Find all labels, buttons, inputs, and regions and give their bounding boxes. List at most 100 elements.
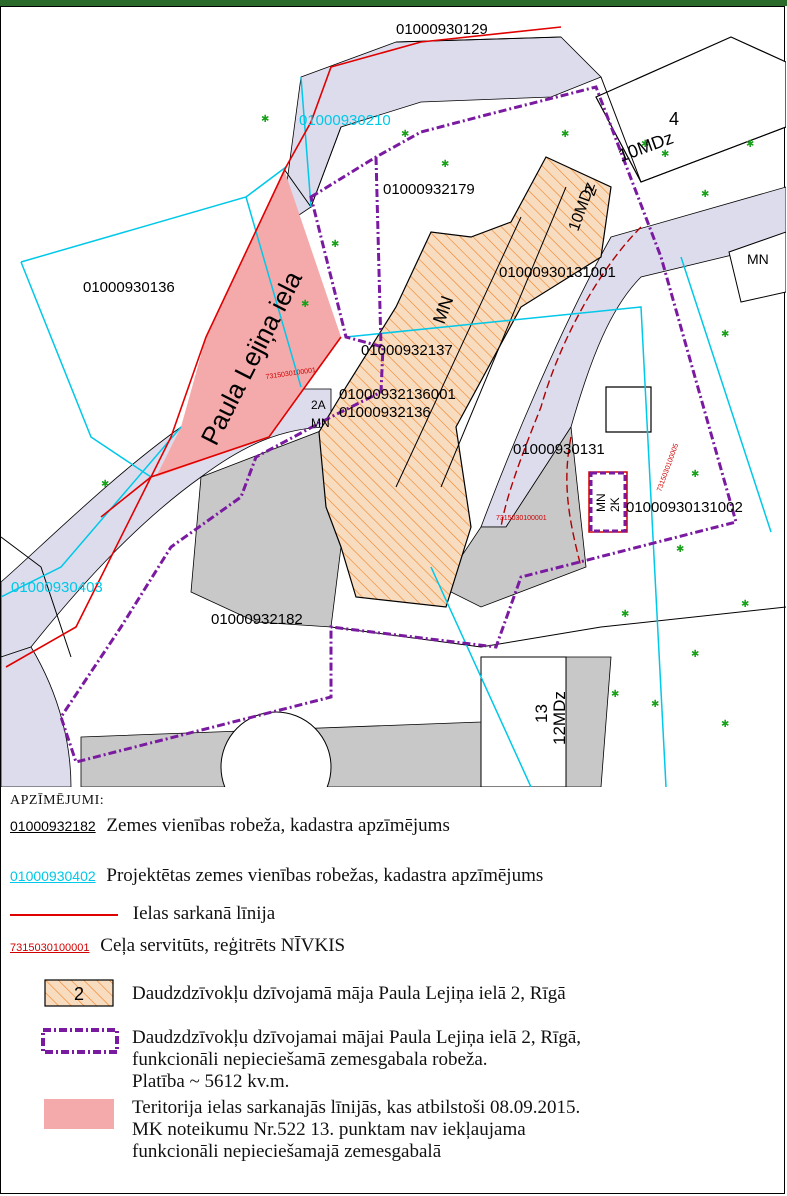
label-parcel: 01000932179 [383, 181, 475, 198]
legend-label-line3: Platība ~ 5612 kv.m. [132, 1071, 290, 1092]
label-parcel: 01000930131001 [499, 264, 616, 281]
svg-text:✱: ✱ [741, 599, 749, 610]
svg-text:✱: ✱ [561, 129, 569, 140]
legend-code: 01000932182 [10, 818, 96, 834]
svg-text:✱: ✱ [691, 469, 699, 480]
label-building-use: MN [747, 251, 769, 267]
legend-title: APZĪMĒJUMI: [10, 793, 105, 808]
svg-text:✱: ✱ [441, 159, 449, 170]
label-building-number: 2K [608, 497, 622, 512]
legend-label-line2: funkcionāli nepieciešamā zemesgabala rob… [132, 1049, 488, 1070]
label-parcel: 01000932136 [339, 404, 431, 421]
square-right-outline [605, 386, 652, 433]
building-13-outline [480, 656, 567, 787]
legend-item-boundary: Daudzdzīvokļu dzīvojamai mājai Paula Lej… [132, 1027, 581, 1093]
building-2k-boundary [589, 471, 627, 533]
label-building-number: 2A [311, 398, 326, 412]
svg-text:✱: ✱ [611, 689, 619, 700]
label-parcel-projected: 01000930210 [299, 112, 391, 129]
svg-text:✱: ✱ [301, 299, 309, 310]
label-building-type: 12MDz [550, 691, 569, 745]
svg-text:✱: ✱ [641, 139, 649, 150]
legend-code: 7315030100001 [10, 942, 90, 954]
cadastre-line [600, 76, 786, 183]
label-servitude: 7315030100005 [656, 443, 680, 493]
projected-line [20, 166, 287, 263]
building-2-hatched [318, 156, 612, 608]
legend-label: Ceļa servitūts, reģitrēts NĪVKIS [100, 935, 346, 956]
svg-text:✱: ✱ [401, 129, 409, 140]
label-building-use: MN [311, 416, 330, 430]
vegetation: ✱✱✱✱ ✱✱✱✱ ✱✱✱✱ ✱✱✱✱ ✱✱✱✱ [101, 114, 754, 730]
legend: APZĪMĒJUMI: 01000932182 Zemes vienības r… [0, 787, 787, 1196]
projected-line [1, 426, 182, 598]
legend-swatch-red-line [10, 913, 118, 916]
building-4-outline [595, 36, 786, 183]
legend-label: Daudzdzīvokļu dzīvojamā māja Paula Lejiņ… [132, 983, 566, 1004]
legend-swatch-boundary [41, 1028, 119, 1054]
projected-line [300, 76, 312, 208]
label-parcel: 01000930129 [396, 21, 488, 38]
label-building-use: MN [594, 493, 608, 512]
legend-label: Teritorija ielas sarkanajās līnijās, kas… [132, 1097, 581, 1118]
functional-boundary-inner [374, 156, 383, 348]
svg-text:✱: ✱ [701, 189, 709, 200]
legend-label: Projektētas zemes vienības robežas, kada… [106, 865, 544, 886]
functional-boundary [59, 85, 738, 764]
legend-item-red-zone: Teritorija ielas sarkanajās līnijās, kas… [132, 1097, 580, 1163]
street-red-line [5, 26, 562, 668]
projected-line [680, 256, 772, 533]
legend-label-line2: MK noteikumu Nr.522 13. punktam nav iekļ… [132, 1119, 526, 1140]
svg-text:✱: ✱ [746, 139, 754, 150]
svg-text:✱: ✱ [721, 719, 729, 730]
projected-line [345, 306, 667, 787]
svg-text:✱: ✱ [101, 479, 109, 490]
top-bar [0, 0, 787, 6]
label-servitude: 7315030100001 [496, 515, 547, 522]
map-frame [0, 6, 785, 1194]
projected-line [430, 566, 532, 787]
label-parcel: 01000930131 [513, 441, 605, 458]
street-red-line [100, 336, 342, 518]
label-parcel-projected: 01000930403 [11, 579, 103, 596]
cadastre-line [330, 606, 786, 648]
label-parcel: 01000930136 [83, 279, 175, 296]
label-parcel: 01000930131002 [626, 499, 743, 516]
svg-text:✱: ✱ [661, 149, 669, 160]
label-parcel: 01000932137 [361, 342, 453, 359]
circle-plaza [220, 711, 332, 787]
building-mn-small-outline [728, 231, 786, 303]
legend-swatch-hatched: 2 [44, 979, 114, 1007]
legend-item-cadastre: 01000932182 Zemes vienības robeža, kadas… [10, 815, 450, 837]
svg-text:✱: ✱ [721, 329, 729, 340]
legend-item-red-line: Ielas sarkanā līnija [10, 903, 275, 925]
label-building-number: 4 [669, 109, 679, 129]
svg-text:✱: ✱ [676, 544, 684, 555]
servitude-line [500, 226, 642, 528]
svg-text:✱: ✱ [691, 649, 699, 660]
legend-item-servitude: 7315030100001 Ceļa servitūts, reģitrēts … [10, 935, 345, 959]
legend-label: Ielas sarkanā līnija [132, 903, 276, 924]
legend-label: Daudzdzīvokļu dzīvojamai mājai Paula Lej… [132, 1027, 581, 1048]
building-2-divider [440, 186, 567, 488]
gray-block-right [440, 425, 587, 608]
legend-item-projected: 01000930402 Projektētas zemes vienības r… [10, 865, 543, 887]
svg-text:✱: ✱ [651, 699, 659, 710]
servitude-line [566, 436, 582, 568]
legend-code: 01000930402 [10, 868, 96, 884]
svg-text:✱: ✱ [261, 114, 269, 125]
label-parcel: 01000932182 [211, 611, 303, 628]
legend-code: 2 [74, 984, 84, 1004]
cadastral-map: ✱✱✱✱ ✱✱✱✱ ✱✱✱✱ ✱✱✱✱ ✱✱✱✱ 01000930129 010… [1, 21, 786, 787]
road-left-vertical [1, 646, 72, 787]
projected-line [20, 261, 152, 478]
building-2-divider [395, 216, 522, 488]
legend-label: Zemes vienības robeža, kadastra apzīmēju… [106, 815, 450, 836]
projected-line [245, 196, 302, 388]
svg-text:✱: ✱ [331, 239, 339, 250]
legend-swatch-red-zone [44, 1099, 114, 1129]
label-parcel: 01000932136001 [339, 386, 456, 403]
legend-label-line3: funkcionāli nepieciešamajā zemesgabalā [132, 1141, 442, 1162]
label-building-number: 13 [532, 704, 551, 723]
cadastre-line [1, 536, 72, 658]
